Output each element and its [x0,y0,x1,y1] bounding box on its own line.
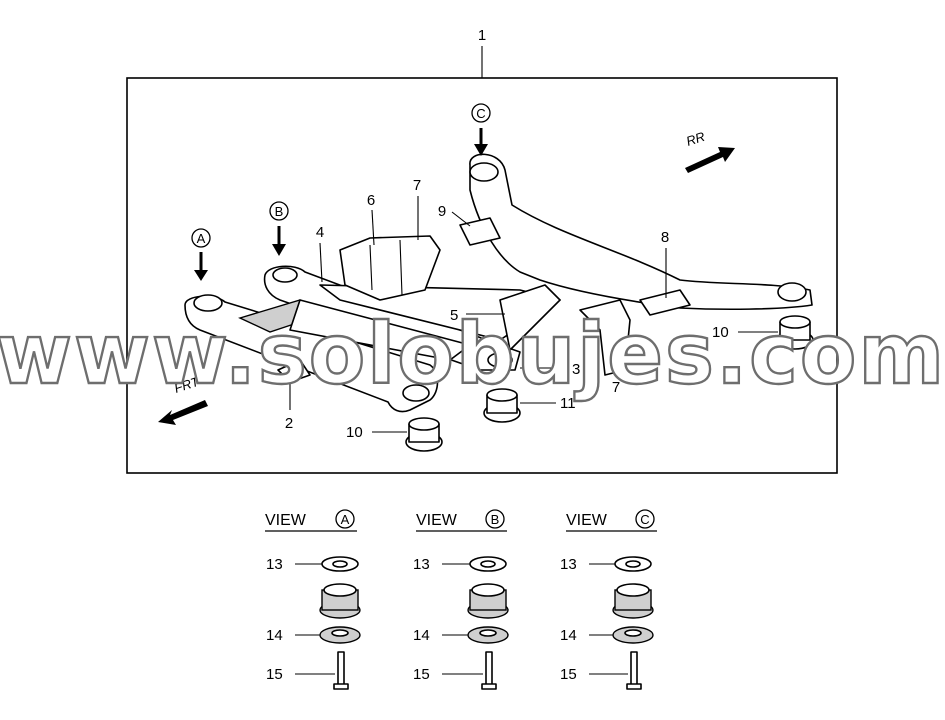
view-c-title: VIEW [566,512,608,529]
callout-5: 5 [450,307,458,324]
rear-label: RR [684,129,706,149]
callout-9-leader [451,211,471,227]
view-a-part-14: 14 [266,627,283,644]
callout-7-bottom-leader [613,344,616,377]
view-b-part-14: 14 [413,627,430,644]
callout-8: 8 [661,229,669,246]
svg-text:B: B [275,204,284,219]
callout-3: 3 [572,361,580,378]
view-b-panel: VIEW B 13 14 15 [413,509,509,690]
callout-10-front: 10 [346,424,363,441]
view-a-panel: VIEW A 13 14 15 [265,509,361,690]
view-marker-c: C [471,103,491,156]
view-marker-b: B [269,201,289,256]
callout-4: 4 [316,224,324,241]
svg-text:C: C [476,106,485,121]
view-a-title: VIEW [265,512,307,529]
lower-bracket-2 [277,359,311,383]
rear-right-plate [639,289,691,316]
watermark-text: www.solobujes.com [0,305,945,403]
callout-2: 2 [285,415,293,432]
svg-text:A: A [197,231,206,246]
center-rear-bracket [499,284,561,351]
view-a-letter: A [341,512,350,527]
view-a-part-13: 13 [266,556,283,573]
bushing-10-right [776,315,814,350]
view-marker-a: A [191,228,211,281]
subframe-assembly [184,153,813,413]
view-b-part-15: 15 [413,666,430,683]
view-a-part-15: 15 [266,666,283,683]
view-c-part-13: 13 [560,556,577,573]
rear-direction-arrow: RR [684,129,735,173]
bushing-11 [483,388,521,423]
diagram-frame [126,77,838,474]
view-b-part-13: 13 [413,556,430,573]
callout-6: 6 [367,192,375,209]
callout-7-top: 7 [413,177,421,194]
callout-1: 1 [478,27,486,44]
rear-right-mount-hole [777,282,807,302]
bracket-ribs [369,239,403,296]
upper-mount-hole [272,267,298,283]
callout-4-leader [319,242,323,283]
rear-crossmember [469,153,813,311]
front-left-mount-hole [193,294,223,312]
view-c-part-15: 15 [560,666,577,683]
view-c-panel: VIEW C 13 14 15 [560,509,657,690]
engine-mount-bracket [339,235,441,301]
view-c-part-14: 14 [560,627,577,644]
view-b-letter: B [491,512,500,527]
cross-plate-2 [289,299,471,361]
callout-9: 9 [438,203,446,220]
rear-right-bracket [579,299,631,376]
callout-7-bottom: 7 [612,379,620,396]
view-b-title: VIEW [416,512,458,529]
callout-10-right: 10 [712,324,729,341]
callout-6-leader [371,209,375,246]
center-mount-hole [487,352,513,368]
bushing-10-front [405,417,443,452]
view-c-letter: C [640,512,649,527]
front-left-lower-hole [402,384,430,402]
bracket-9 [459,217,501,246]
rear-left-mount-hole [469,162,499,182]
callout-11: 11 [560,395,576,412]
